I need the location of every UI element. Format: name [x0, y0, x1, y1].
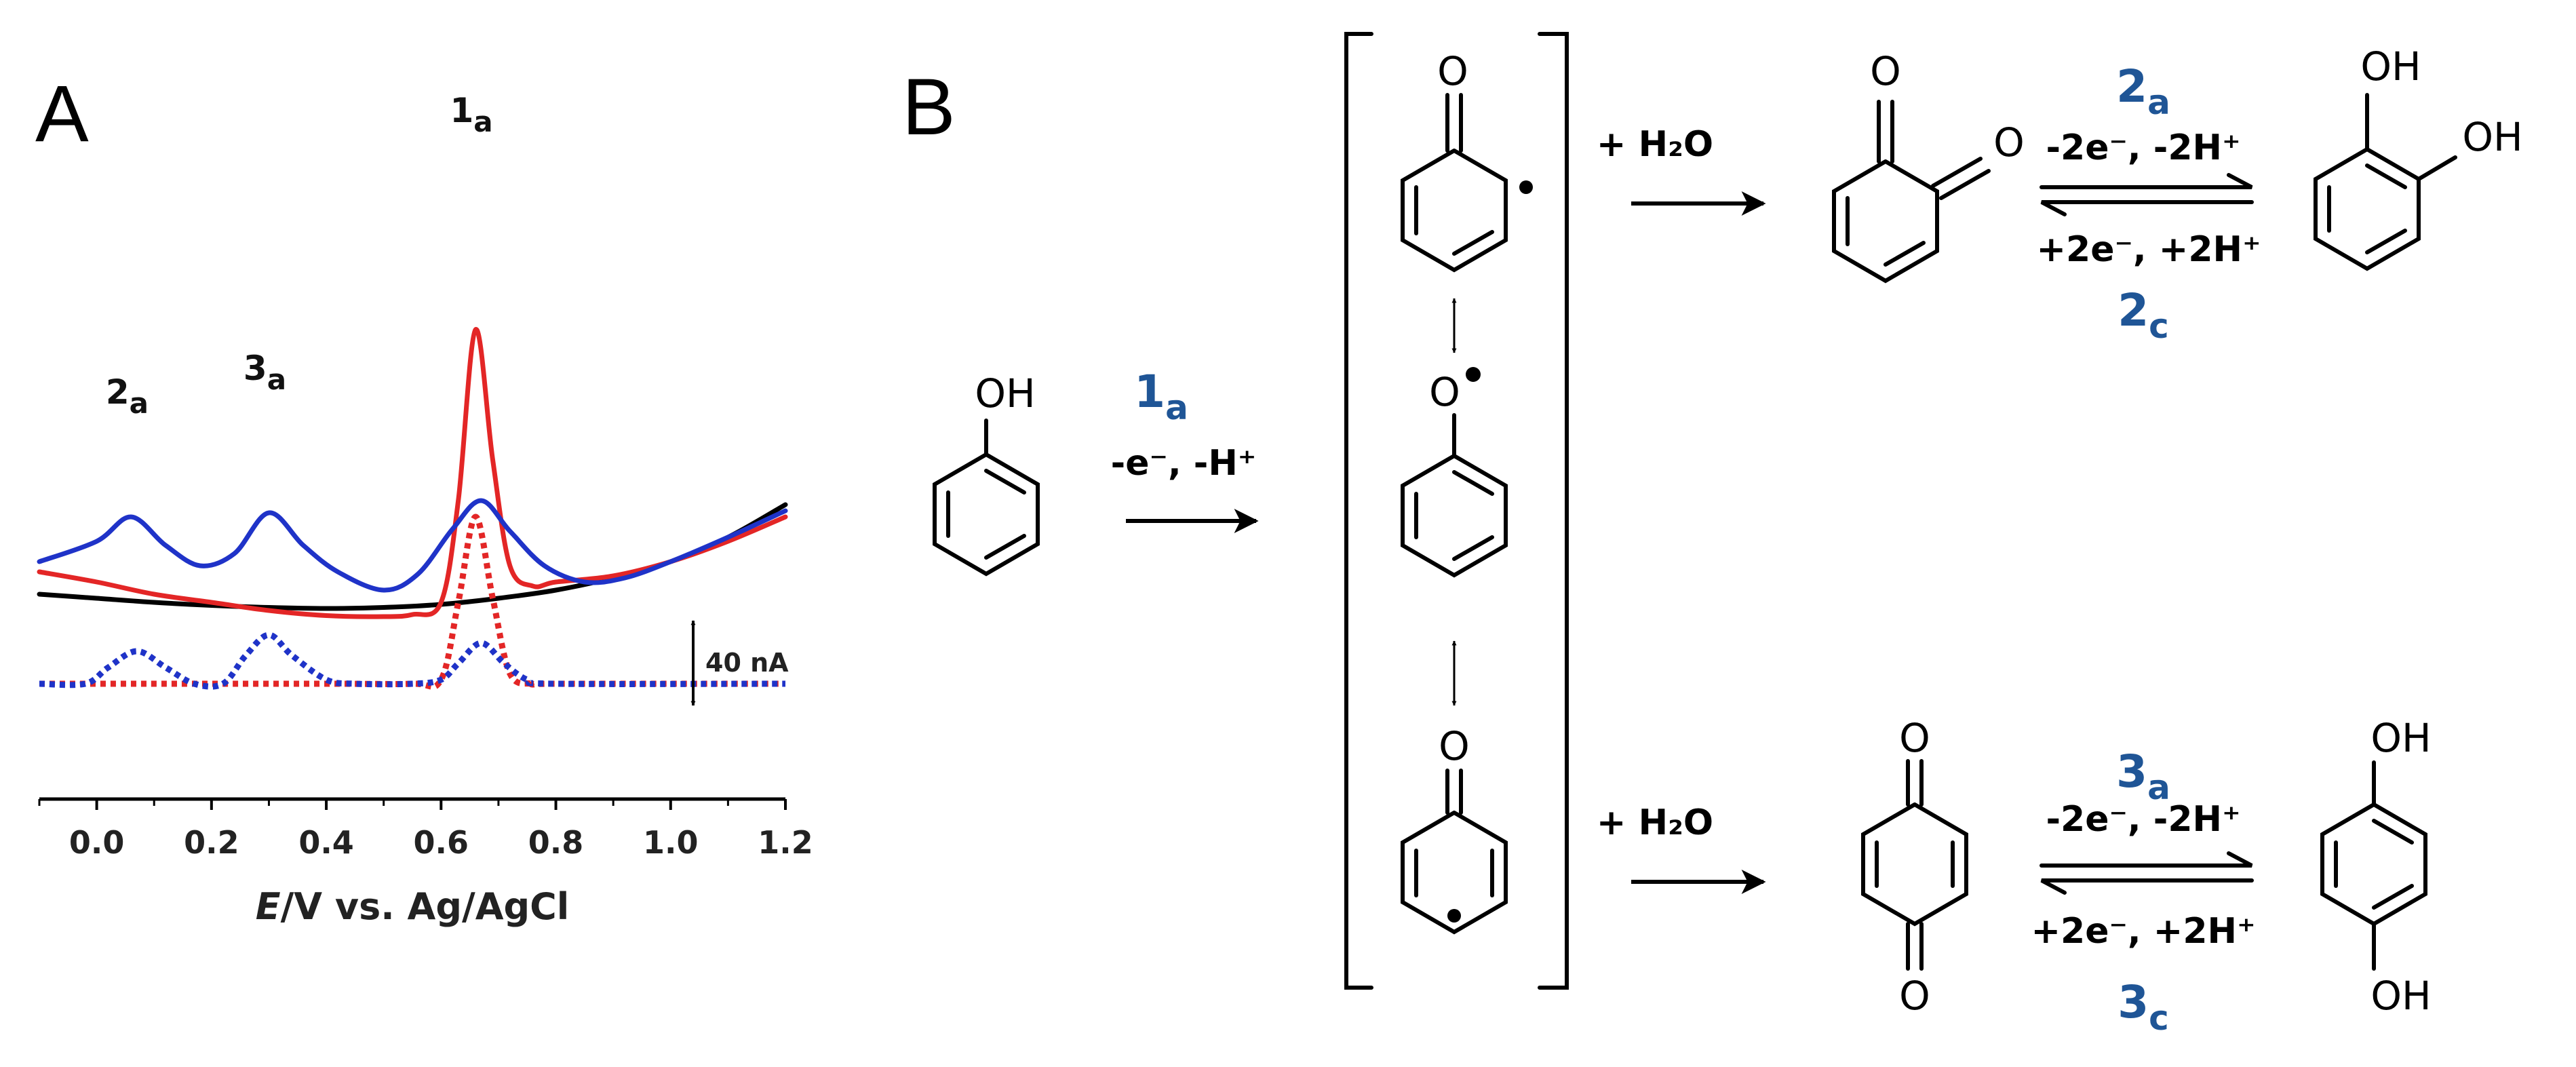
para-benzoquinone-molecule: O O: [1861, 715, 1968, 1019]
catechol-oh1-label: OH: [2360, 43, 2421, 90]
top-water-label: + H₂O: [1597, 124, 1713, 165]
phenol-molecule: OH: [933, 370, 1040, 577]
bottom-water-label: + H₂O: [1597, 802, 1713, 843]
phenoxyl-o-label: O: [1429, 369, 1460, 415]
right-bracket: [1538, 32, 1569, 990]
curve-group: [37, 327, 788, 690]
para-radical-structure: O: [1401, 723, 1508, 935]
x-tick-label: 0.4: [298, 824, 354, 861]
step-2a-label: 2a: [2116, 60, 2170, 122]
x-axis-ticks: 0.0 0.2 0.4 0.6 0.8 1.0 1.2: [38, 799, 813, 861]
pq-o2-label: O: [1899, 973, 1930, 1019]
voltammogram-curve-solid-2: [37, 498, 788, 593]
x-tick-label: 0.8: [528, 824, 584, 861]
peak-labels: 2a 3a 1a: [106, 91, 493, 420]
step-2c-conditions: +2e⁻, +2H⁺: [2036, 229, 2261, 270]
step-3c-conditions: +2e⁻, +2H⁺: [2031, 911, 2255, 952]
oq-o2-label: O: [1993, 119, 2025, 166]
scale-bar-label: 40 nA: [705, 648, 789, 678]
bottom-forward-arrow: [2040, 851, 2253, 868]
x-tick-label: 0.6: [414, 824, 469, 861]
peak-label-2a: 2a: [106, 372, 149, 420]
phenol-oh-label: OH: [975, 370, 1035, 416]
x-tick-label: 1.2: [758, 824, 813, 861]
oq-o1-label: O: [1870, 48, 1901, 94]
x-tick-label: 0.0: [69, 824, 125, 861]
hydroquinone-molecule: OH OH: [2320, 715, 2432, 1019]
step-1a-label: 1a: [1134, 366, 1188, 427]
x-tick-label: 0.2: [184, 824, 239, 861]
catechol-oh2-label: OH: [2462, 114, 2522, 160]
ortho-benzoquinone-molecule: O O: [1832, 48, 2025, 284]
step-3a-label: 3a: [2116, 745, 2170, 807]
peak-label-3a: 3a: [243, 349, 286, 396]
voltammogram-chart: 0.0 0.2 0.4 0.6 0.8 1.0 1.2 E/V vs. Ag/AgCl 2a…: [37, 91, 813, 928]
hq-oh2-label: OH: [2370, 973, 2431, 1019]
left-bracket: [1344, 32, 1373, 990]
ortho-radical-structure: O: [1401, 48, 1533, 273]
x-axis-title: E/V vs. Ag/AgCl: [256, 885, 570, 928]
voltammogram-curve-dotted-4: [39, 632, 786, 690]
step-2a-conditions: -2e⁻, -2H⁺: [2046, 128, 2240, 168]
voltammogram-curve-solid-1: [37, 327, 788, 619]
catechol-molecule: OH OH: [2314, 43, 2523, 271]
panel-b-letter: B: [902, 62, 956, 152]
panel-a-letter: A: [35, 69, 89, 159]
bottom-reverse-arrow: [2040, 878, 2254, 895]
step-2c-label: 2c: [2118, 284, 2169, 346]
step-1-conditions: -e⁻, -H⁺: [1111, 443, 1257, 484]
para-radical-o-label: O: [1439, 723, 1470, 769]
step-3a-conditions: -2e⁻, -2H⁺: [2046, 799, 2240, 840]
x-tick-label: 1.0: [643, 824, 699, 861]
pq-o1-label: O: [1899, 715, 1930, 761]
ortho-radical-o-label: O: [1437, 48, 1468, 94]
phenoxyl-radical-structure: O: [1401, 367, 1508, 578]
top-reverse-arrow: [2040, 200, 2254, 216]
peak-label-1a: 1a: [450, 91, 493, 138]
step-3c-label: 3c: [2118, 976, 2169, 1038]
top-forward-arrow: [2040, 173, 2253, 189]
reaction-scheme: OH 1a -e⁻, -H⁺ O O: [933, 32, 2523, 1038]
hq-oh1-label: OH: [2370, 715, 2431, 761]
